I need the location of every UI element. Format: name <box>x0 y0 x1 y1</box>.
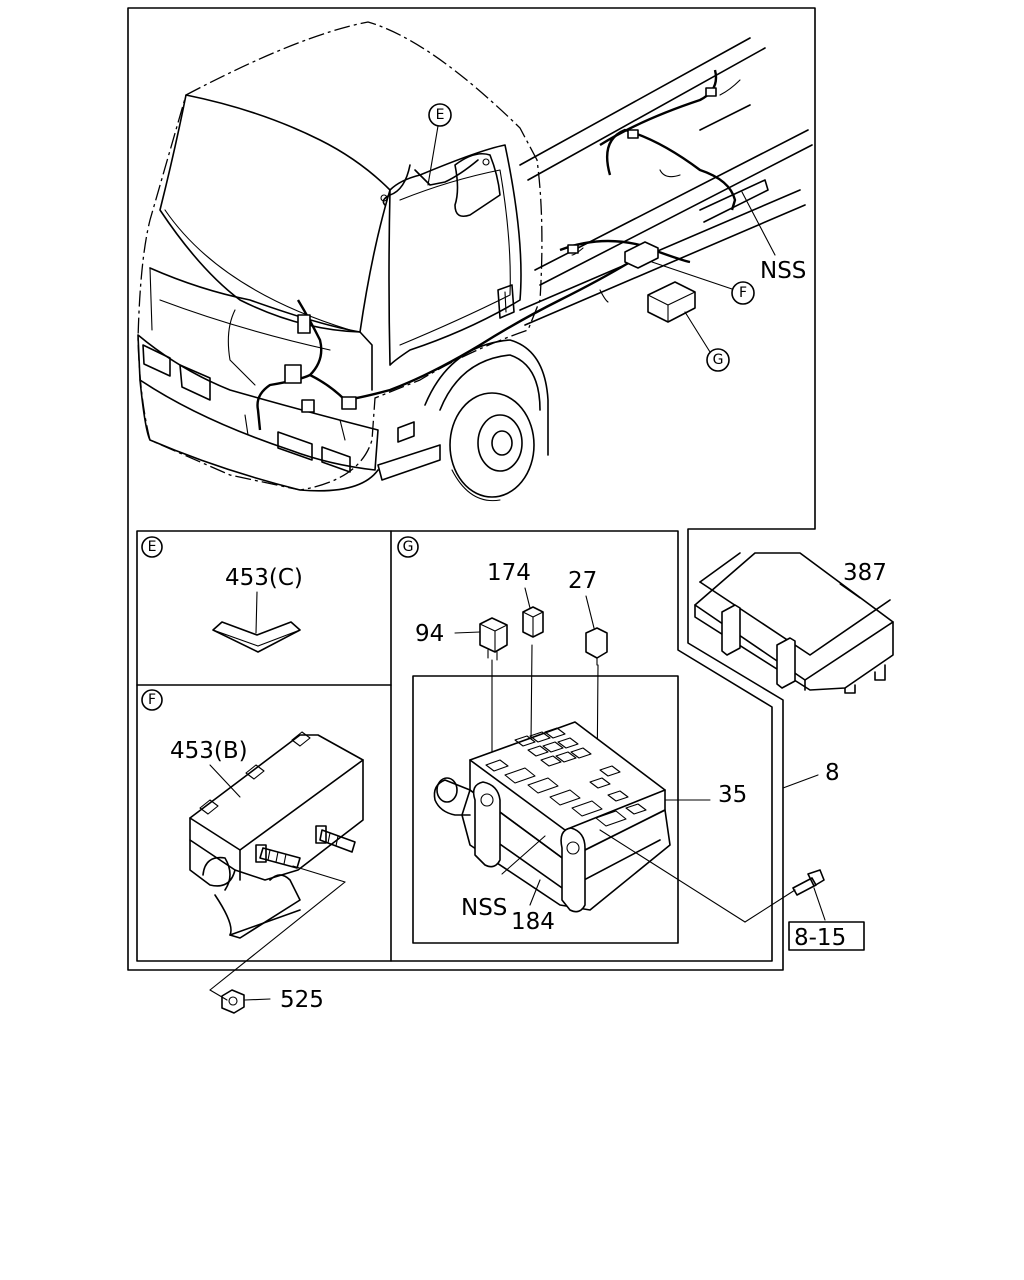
panel-e-label: E <box>148 539 157 555</box>
part-174-label: 174 <box>487 560 531 586</box>
part-525-nut <box>209 865 346 1014</box>
part-94-label: 94 <box>415 621 444 647</box>
nss-label-top: NSS <box>760 258 806 284</box>
part-453c-label: 453(C) <box>225 565 303 591</box>
panel-f-label: F <box>148 692 156 708</box>
svg-text:E: E <box>436 107 445 123</box>
part-453b-label: 453(B) <box>170 738 248 764</box>
truck-cab-illustration <box>137 21 813 502</box>
part-184-label: 184 <box>511 909 555 935</box>
svg-text:F: F <box>739 285 747 301</box>
panel-g-label: G <box>403 539 414 555</box>
frame-outline <box>127 7 816 971</box>
callout-e-top: E <box>428 103 452 127</box>
callout-g-top: G <box>706 348 730 372</box>
part-525-label: 525 <box>280 987 324 1013</box>
panel-e: E 453(C) <box>141 536 303 653</box>
svg-text:G: G <box>713 352 724 368</box>
ref-8-15-label: 8-15 <box>794 925 846 951</box>
part-8-leader <box>782 774 819 789</box>
part-35-label: 35 <box>718 782 747 808</box>
part-27-label: 27 <box>568 568 597 594</box>
panel-f: F 453(B) <box>141 689 364 939</box>
part-387-cover <box>694 552 894 694</box>
part-387-label: 387 <box>843 560 887 586</box>
bolt-8-15 <box>744 869 865 951</box>
callout-f-top: F <box>731 281 755 305</box>
panel-g: G 94 174 27 <box>397 536 746 944</box>
callout-leaders <box>427 125 776 353</box>
part-8-label: 8 <box>825 760 840 786</box>
nss-label-box: NSS <box>461 895 507 921</box>
